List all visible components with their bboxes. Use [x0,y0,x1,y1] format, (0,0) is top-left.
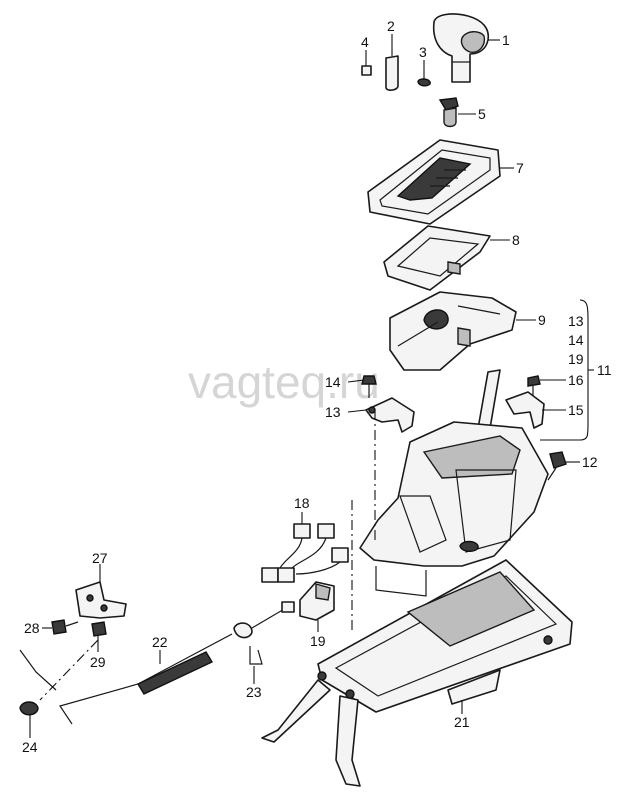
selector-mechanism [359,421,549,597]
part-9-housing-cover [389,291,517,371]
callout-4: 4 [361,34,369,50]
part-28-bolt [51,619,79,635]
callout-21: 21 [454,714,470,730]
callout-8: 8 [512,232,520,248]
part-21-base-frame [317,559,573,713]
part-22-selector-cable [19,601,295,725]
callout-14-group: 14 [568,332,584,348]
mounting-bracket-legs [261,679,361,787]
part-12-bolt [547,451,567,481]
callout-16: 16 [568,372,584,388]
callout-2: 2 [387,18,395,34]
callout-24: 24 [22,739,38,755]
callout-28: 28 [24,620,40,636]
part-3-clip [417,78,431,87]
callout-27: 27 [92,550,108,566]
part-24-ball-socket [19,701,39,716]
callout-19-group: 19 [568,351,584,367]
callout-13: 13 [325,404,341,420]
watermark: vagteq.ru [188,356,380,408]
callout-11: 11 [597,362,612,378]
callout-9: 9 [538,312,546,328]
callouts: 1 2 3 4 5 7 8 9 13 14 19 11 12 14 13 16 … [22,18,612,755]
part-15-bracket [505,391,545,429]
callout-1: 1 [502,32,510,48]
callout-29: 29 [90,654,106,670]
part-8-insert-panel [383,225,491,291]
callout-5: 5 [478,106,486,122]
callout-14: 14 [325,374,341,390]
part-18-wiring-harness [261,523,349,583]
callout-22: 22 [152,634,168,650]
part-2-trim-strip [385,55,399,91]
callout-3: 3 [419,44,427,60]
callout-18: 18 [294,495,310,511]
callout-15: 15 [568,402,584,418]
part-4-cap [361,65,372,76]
callout-23: 23 [246,684,262,700]
part-7-shift-cover [367,139,501,225]
callout-19: 19 [310,633,326,649]
assembly-axes [39,410,376,701]
part-5-push-button [438,97,459,128]
part-29-bolt [91,621,107,637]
part-23-clip [249,646,263,665]
part-27-cable-bracket [75,581,127,619]
leader-lines [29,34,594,738]
callout-12: 12 [582,454,598,470]
callout-7: 7 [516,160,524,176]
part-1-gear-knob [432,13,490,83]
callout-13-group: 13 [568,313,584,329]
part-19-switch [299,581,335,621]
part-14-bolt [361,375,377,398]
